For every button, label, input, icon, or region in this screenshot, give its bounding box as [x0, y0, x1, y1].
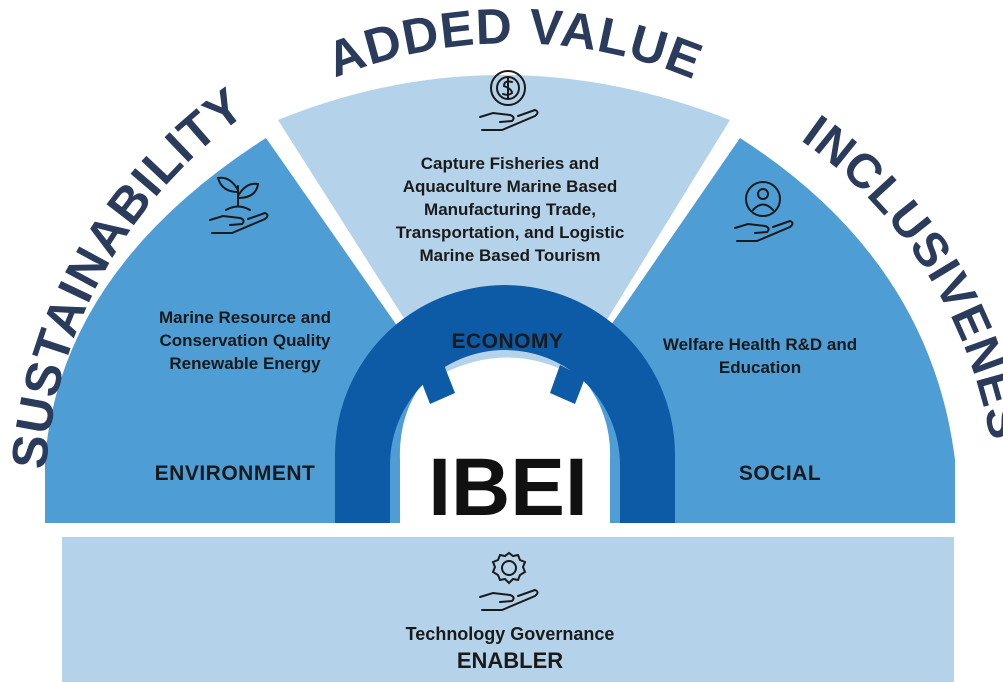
environment-description: Marine Resource and Conservation Quality… [159, 308, 331, 373]
social-category: SOCIAL [738, 462, 822, 485]
economy-segment [278, 75, 730, 375]
environment-category: ENVIRONMENT [154, 462, 316, 485]
person-in-hand-icon [734, 181, 794, 242]
environment-segment [45, 138, 430, 523]
plant-in-hand-icon [209, 176, 269, 234]
ring-notch-left [420, 365, 455, 404]
center-ring [335, 285, 675, 523]
enabler-description: Technology Governance [405, 624, 615, 644]
enabler-category: ENABLER [456, 648, 564, 673]
center-label: IBEI [428, 442, 587, 533]
economy-category: ECONOMY [451, 330, 564, 353]
coin-in-hand-icon [479, 70, 539, 131]
social-description: Welfare Health R&D and Education [662, 335, 858, 377]
ring-notch-right [550, 365, 585, 404]
economy-description: Capture Fisheries and Aquaculture Marine… [395, 154, 625, 265]
gear-in-hand-icon [479, 551, 539, 611]
